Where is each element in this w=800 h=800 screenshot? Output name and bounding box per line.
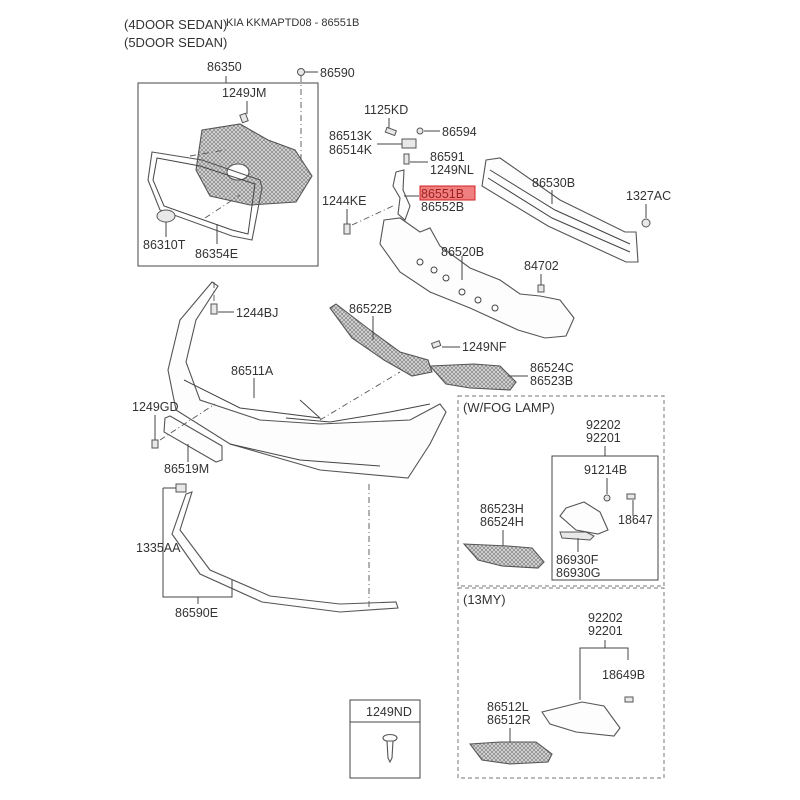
lower-grille-group: 86522B 1249NF 86524C 86523B bbox=[319, 302, 574, 421]
screw-18647-icon bbox=[626, 493, 636, 500]
label-86520B[interactable]: 86520B bbox=[441, 245, 484, 259]
fog-cover-86523H[interactable] bbox=[462, 543, 545, 569]
nut-1327AC-icon bbox=[641, 218, 651, 228]
label-86522B[interactable]: 86522B bbox=[349, 302, 392, 316]
label-1249GD[interactable]: 1249GD bbox=[132, 400, 179, 414]
my13-group-title: (13MY) bbox=[463, 592, 506, 607]
label-fog-86930G[interactable]: 86930G bbox=[556, 566, 600, 580]
label-fog-86523H[interactable]: 86523H bbox=[480, 502, 524, 516]
label-86551B[interactable]: 86551B bbox=[421, 187, 464, 201]
radiator-grille[interactable] bbox=[195, 123, 313, 206]
absorber-group: 86520B 84702 bbox=[379, 217, 575, 339]
label-1125KD[interactable]: 1125KD bbox=[364, 103, 408, 117]
fog-lamp-group: (W/FOG LAMP) 92202 92201 91214B 18647 86… bbox=[457, 395, 665, 587]
screw-86591-icon bbox=[403, 153, 410, 165]
label-86590[interactable]: 86590 bbox=[320, 66, 355, 80]
label-86310T[interactable]: 86310T bbox=[143, 238, 186, 252]
screw-1249GD-icon bbox=[151, 439, 159, 449]
label-84702[interactable]: 84702 bbox=[524, 259, 559, 273]
label-1249NF[interactable]: 1249NF bbox=[462, 340, 507, 354]
bracket-86551B[interactable] bbox=[392, 169, 411, 221]
bumper-beam-86530B[interactable] bbox=[481, 157, 639, 263]
label-fog-86524H[interactable]: 86524H bbox=[480, 515, 524, 529]
bulb-91214B-icon bbox=[603, 494, 611, 502]
label-86354E[interactable]: 86354E bbox=[195, 247, 238, 261]
bolt-1125KD-icon bbox=[384, 126, 398, 137]
clip-84702-icon bbox=[537, 284, 545, 293]
clip-86594-icon bbox=[416, 127, 424, 135]
fastener-box-label[interactable]: 1249ND bbox=[366, 705, 412, 719]
label-1244KE[interactable]: 1244KE bbox=[322, 194, 366, 208]
label-86513K[interactable]: 86513K bbox=[329, 129, 373, 143]
label-86590E[interactable]: 86590E bbox=[175, 606, 218, 620]
label-fog-91214B[interactable]: 91214B bbox=[584, 463, 627, 477]
label-fog-92202[interactable]: 92202 bbox=[586, 418, 621, 432]
label-1249NL[interactable]: 1249NL bbox=[430, 163, 474, 177]
lower-lip-86590E[interactable] bbox=[171, 491, 399, 613]
label-fog-18647[interactable]: 18647 bbox=[618, 513, 653, 527]
label-1244BJ[interactable]: 1244BJ bbox=[236, 306, 278, 320]
emblem-86310T[interactable] bbox=[156, 209, 176, 223]
bumper-cover-86511A[interactable] bbox=[167, 281, 447, 479]
label-13my-86512L[interactable]: 86512L bbox=[487, 700, 529, 714]
label-fog-92201[interactable]: 92201 bbox=[586, 431, 621, 445]
label-fog-86930F[interactable]: 86930F bbox=[556, 553, 599, 567]
variant-4door: (4DOOR SEDAN) bbox=[124, 17, 227, 32]
label-86514K[interactable]: 86514K bbox=[329, 143, 373, 157]
fog-cover-86524C[interactable] bbox=[428, 363, 517, 391]
fog-bracket-86930F[interactable] bbox=[559, 531, 595, 541]
bulb-18649B-icon bbox=[624, 696, 634, 703]
clip-86590-icon bbox=[297, 68, 318, 178]
fastener-box: 1249ND bbox=[349, 699, 421, 779]
screw-1249NF-icon bbox=[430, 340, 442, 349]
screw-1249JM-icon bbox=[239, 112, 249, 124]
fog-lamp-group-title: (W/FOG LAMP) bbox=[463, 400, 555, 415]
label-86591[interactable]: 86591 bbox=[430, 150, 465, 164]
lower-parts-group: 1249GD 86519M 1335AA 86590E bbox=[132, 400, 399, 620]
label-1249JM[interactable]: 1249JM bbox=[222, 86, 266, 100]
label-1335AA[interactable]: 1335AA bbox=[136, 541, 181, 555]
label-86519M[interactable]: 86519M bbox=[164, 462, 209, 476]
fog-lamp-92202[interactable] bbox=[559, 501, 609, 535]
bumper-beam-group: 86530B 1327AC bbox=[481, 157, 671, 263]
variant-5door: (5DOOR SEDAN) bbox=[124, 35, 227, 50]
label-13my-92202[interactable]: 92202 bbox=[588, 611, 623, 625]
label-13my-18649B[interactable]: 18649B bbox=[602, 668, 645, 682]
bumper-cover-group: 86511A 1244BJ bbox=[167, 281, 447, 479]
label-13my-92201[interactable]: 92201 bbox=[588, 624, 623, 638]
label-86530B[interactable]: 86530B bbox=[532, 176, 575, 190]
label-86594[interactable]: 86594 bbox=[442, 125, 477, 139]
drl-cover-86512L[interactable] bbox=[468, 741, 553, 765]
screw-1249ND-icon bbox=[382, 733, 398, 764]
bracket-86513K[interactable] bbox=[401, 138, 417, 149]
label-86511A[interactable]: 86511A bbox=[231, 364, 274, 378]
label-86350[interactable]: 86350 bbox=[207, 60, 242, 74]
highlight-86551B bbox=[419, 185, 476, 201]
label-86523B[interactable]: 86523B bbox=[530, 374, 573, 388]
label-1327AC[interactable]: 1327AC bbox=[626, 189, 671, 203]
drl-lamp-92202[interactable] bbox=[541, 701, 621, 737]
grille-molding[interactable] bbox=[147, 151, 263, 241]
label-13my-86512R[interactable]: 86512R bbox=[487, 713, 531, 727]
my13-group: (13MY) 92202 92201 18649B 86512L 86512R bbox=[457, 587, 665, 779]
grille-assembly-group: 86350 86590 1249JM 86310T 86354E bbox=[137, 60, 355, 267]
label-86552B[interactable]: 86552B bbox=[421, 200, 464, 214]
clip-1335AA-icon bbox=[175, 483, 187, 493]
bolt-1244BJ-icon bbox=[210, 303, 218, 315]
label-86524C[interactable]: 86524C bbox=[530, 361, 574, 375]
bracket-group: 1125KD 86594 86513K 86514K 86591 1249NL … bbox=[322, 103, 477, 235]
energy-absorber-86520B[interactable] bbox=[379, 217, 575, 339]
diagram-title: KIA KKMAPTD08 - 86551B bbox=[226, 17, 359, 29]
bolt-1244KE-icon bbox=[343, 223, 351, 235]
